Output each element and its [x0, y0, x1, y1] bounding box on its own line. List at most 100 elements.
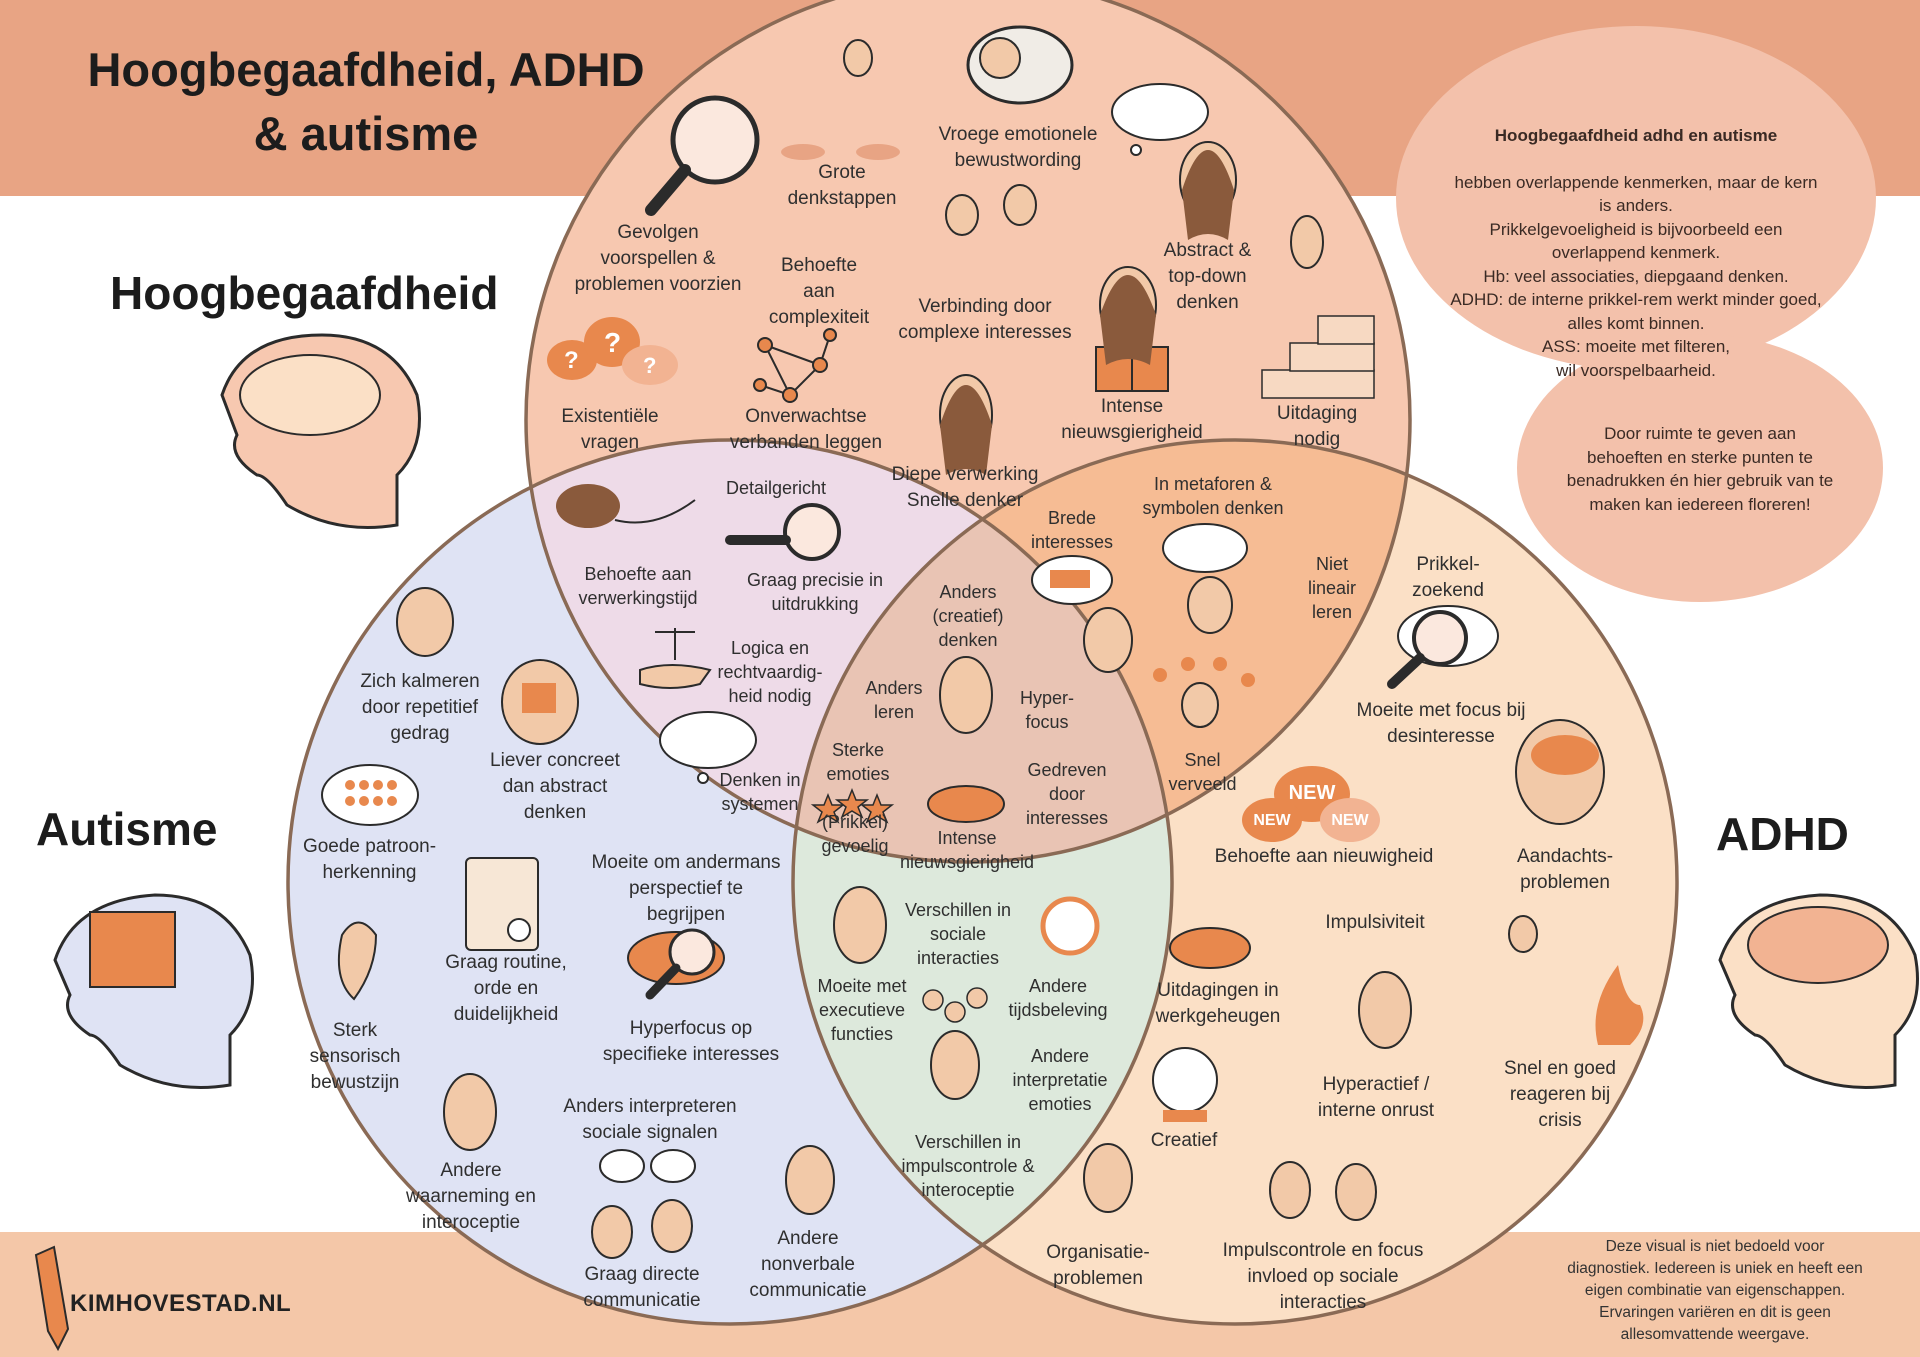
adhd-label: Impulsiviteit — [1325, 912, 1425, 933]
question-bubbles-icon: ? ? ? — [547, 317, 678, 385]
autisme-adhd-label: Verschillen in sociale interacties — [904, 900, 1012, 968]
autisme-label: Goede patroon- herkenning — [302, 836, 437, 883]
dots-thought-icon — [321, 764, 419, 826]
center-figure-icon — [939, 656, 993, 734]
hb-autisme-label: Behoefte aan verwerkingstijd — [578, 564, 698, 608]
figure-hair-icon — [940, 150, 1234, 475]
center-label: Hyper- focus — [1019, 688, 1074, 732]
hoogbegaafdheid-title: Hoogbegaafdheid — [110, 267, 499, 319]
hb-label: Uitdaging nodig — [1276, 403, 1358, 450]
info-bubble-shape — [1396, 26, 1876, 370]
autisme-label: Sterk sensorisch bewustzijn — [309, 1020, 401, 1093]
autisme-label: Graag directe communicatie — [583, 1264, 701, 1311]
adhd-title: ADHD — [1716, 808, 1849, 860]
new-badges-icon — [1242, 766, 1380, 842]
center-label: (Prikkel) gevoelig — [821, 812, 889, 856]
hb-label: Gevolgen voorspellen & problemen voorzie… — [574, 222, 742, 295]
page-title: Hoogbegaafdheid, ADHD & autisme — [87, 43, 645, 160]
hb-label: Verbinding door complexe interesses — [898, 296, 1072, 343]
logo-text: KIMHOVESTAD.NL — [70, 1290, 292, 1317]
bus-thought-icon — [1031, 555, 1113, 605]
new-badge-text: NEW — [1288, 782, 1336, 804]
hb-label: Onverwachtse verbanden leggen — [729, 406, 883, 453]
lying-figure-icon — [556, 484, 696, 528]
hb-label: Existentiële vragen — [561, 406, 659, 453]
hand-icon — [396, 587, 454, 657]
hb-label: Abstract & top-down denken — [1163, 240, 1252, 313]
autisme-label: Zich kalmeren door repetitief gedrag — [360, 671, 480, 744]
new-badge-text: NEW — [1253, 812, 1291, 829]
new-badge-text: NEW — [1331, 812, 1369, 829]
hb-label: Vroege emotionele bewustwording — [938, 124, 1098, 171]
baby-icon — [966, 25, 1074, 105]
svg-text:?: ? — [643, 353, 656, 378]
magnifier-icon — [645, 95, 760, 216]
info-bubble-2-shape — [1517, 334, 1883, 602]
faces-icon — [922, 987, 988, 1023]
info-bubble-title: Hoogbegaafdheid adhd en autisme — [1494, 125, 1778, 145]
cloud-magnifier-icon — [627, 928, 725, 1000]
center-label: Anders (creatief) denken — [932, 582, 1004, 650]
center-label: Sterke emoties — [826, 740, 890, 784]
info-bubble-body: hebben overlappende kenmerken, maar de k… — [1450, 172, 1822, 380]
hb-label: Intense nieuwsgierigheid — [1061, 396, 1203, 443]
figure-icon — [443, 1073, 835, 1259]
autisme-label: Andere nonverbale communicatie — [749, 1228, 867, 1301]
hb-autisme-label: Graag precisie in uitdrukking — [746, 570, 884, 614]
autisme-adhd-label: Andere interpretatie emoties — [1012, 1046, 1108, 1114]
clipboard-icon — [465, 857, 539, 951]
hb-adhd-label: In metaforen & symbolen denken — [1142, 474, 1284, 518]
svg-text:?: ? — [604, 327, 621, 358]
scales-hand-icon — [639, 628, 712, 689]
adhd-label: Organisatie- problemen — [1046, 1242, 1150, 1289]
disclaimer: Deze visual is niet bedoeld voor diagnos… — [1567, 1238, 1863, 1343]
ear-icon — [337, 921, 378, 1001]
footprints-icon — [781, 144, 900, 160]
hb-adhd-label: Niet lineair leren — [1307, 554, 1357, 622]
svg-text:?: ? — [564, 347, 579, 374]
center-label: Anders leren — [865, 678, 923, 722]
adhd-label: Prikkel- zoekend — [1412, 554, 1484, 601]
brain-head-large-icon — [1718, 893, 1919, 1089]
hb-autisme-label: Detailgericht — [725, 478, 827, 498]
autisme-label: Graag routine, orde en duidelijkheid — [445, 952, 567, 1025]
adhd-label: Aandachts- problemen — [1516, 846, 1614, 893]
map-thought-icon — [1162, 523, 1248, 573]
info-bubble: Hoogbegaafdheid adhd en autisme hebben o… — [1410, 100, 1862, 382]
head-brain-icon — [1515, 719, 1605, 825]
adhd-label: Snel en goed reageren bij crisis — [1504, 1058, 1616, 1131]
puzzle-head-large-icon — [53, 893, 254, 1089]
autisme-label: Moeite om andermans perspectief te begri… — [591, 852, 781, 925]
overlap-center — [793, 440, 1172, 862]
autisme-label: Andere waarneming en interoceptie — [406, 1160, 536, 1233]
brain-stars-head-icon — [220, 333, 421, 529]
clock-icon — [1040, 896, 1100, 956]
magnifier-small-icon — [725, 503, 841, 561]
bouncing-balls-icon — [1153, 657, 1255, 687]
hb-label: Diepe verwerking Snelle denker — [891, 464, 1039, 511]
adhd-label: Impulscontrole en focus invloed op socia… — [1222, 1240, 1424, 1313]
hb-label: Behoefte aan complexiteit — [768, 255, 870, 328]
info-bubble-2: Door ruimte te geven aan behoeften en st… — [1566, 424, 1834, 514]
figure-icon — [1083, 971, 1412, 1221]
thought-bubble-icon — [1111, 83, 1209, 156]
brain-icon — [927, 785, 1005, 823]
steps-icon — [1261, 315, 1375, 399]
autisme-adhd-label: Moeite met executieve functies — [817, 976, 907, 1044]
hb-label: Grote denkstappen — [787, 162, 897, 209]
figure-icon — [833, 886, 980, 1100]
crystal-ball-icon — [1152, 1047, 1218, 1122]
magnifier-thought-icon — [1387, 605, 1499, 689]
pencil-logo-icon — [34, 1245, 70, 1352]
adhd-label: Creatief — [1150, 1130, 1218, 1151]
speech-icons-icon — [599, 1149, 696, 1183]
stars-icon — [810, 787, 895, 824]
center-label: Gedreven door interesses — [1025, 760, 1109, 828]
hb-autisme-label: Logica en rechtvaardig- heid nodig — [717, 638, 823, 706]
puzzle-head-icon — [501, 659, 579, 745]
hb-autisme-label: Denken in systemen — [719, 770, 801, 814]
autisme-adhd-label: Verschillen in impulscontrole & interoce… — [901, 1132, 1035, 1200]
autisme-label: Anders interpreteren sociale signalen — [563, 1096, 737, 1143]
adhd-label: Moeite met focus bij desinteresse — [1356, 700, 1526, 747]
